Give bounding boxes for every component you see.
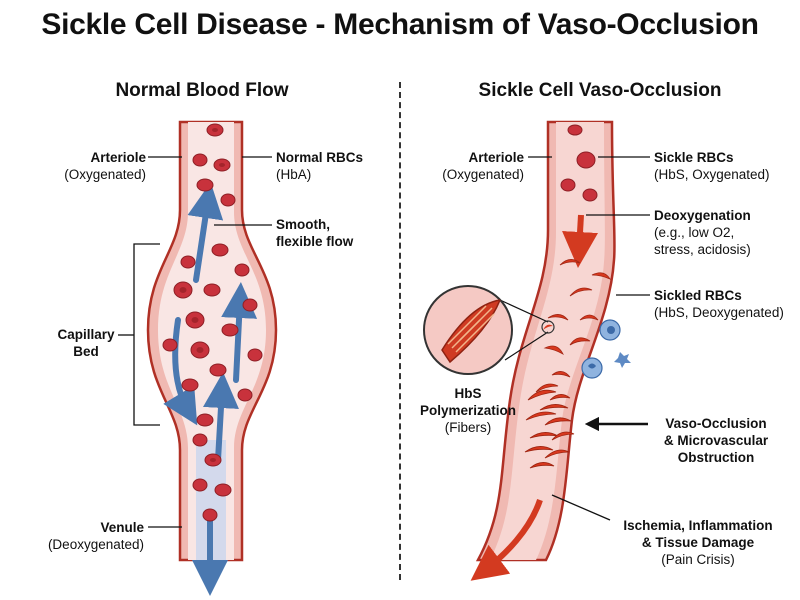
sickled-rbcs bbox=[543, 259, 611, 378]
panel-divider bbox=[399, 82, 401, 580]
flow-arrows bbox=[163, 182, 258, 596]
sickle-cell-clump bbox=[524, 383, 575, 469]
ischemia-arrow bbox=[470, 499, 543, 581]
label-sickled-rbcs: Sickled RBCs (HbS, Deoxygenated) bbox=[654, 288, 784, 320]
deoxygenation-arrow bbox=[562, 214, 598, 268]
panel-title-normal: Normal Blood Flow bbox=[115, 80, 289, 101]
label-ischemia: Ischemia, Inflammation & Tissue Damage (… bbox=[623, 518, 773, 567]
label-sickle-rbcs: Sickle RBCs (HbS, Oxygenated) bbox=[654, 150, 770, 182]
label-arteriole-left: Arteriole (Oxygenated) bbox=[64, 150, 146, 182]
diagram-title: Sickle Cell Disease - Mechanism of Vaso-… bbox=[41, 8, 759, 41]
label-capillary-bed: Capillary Bed bbox=[57, 327, 115, 359]
label-hbs-polymerization: HbS Polymerization (Fibers) bbox=[419, 386, 517, 435]
white-blood-cells bbox=[581, 319, 631, 379]
label-normal-rbcs: Normal RBCs (HbA) bbox=[276, 150, 364, 182]
label-venule: Venule (Deoxygenated) bbox=[47, 520, 144, 552]
label-deoxygenation: Deoxygenation (e.g., low O2, stress, aci… bbox=[654, 208, 751, 257]
panel-title-sickle: Sickle Cell Vaso-Occlusion bbox=[478, 80, 722, 101]
sickle-rbcs-oxygenated bbox=[560, 124, 598, 202]
normal-rbcs bbox=[162, 123, 263, 522]
hbs-polymer-inset bbox=[423, 285, 555, 375]
left-leader-lines bbox=[118, 156, 272, 528]
label-arteriole-right: Arteriole (Oxygenated) bbox=[442, 150, 524, 182]
label-vaso-occlusion: Vaso-Occlusion & Microvascular Obstructi… bbox=[663, 416, 769, 465]
right-leader-lines bbox=[528, 156, 650, 521]
label-smooth-flow: Smooth, flexible flow bbox=[276, 217, 354, 249]
